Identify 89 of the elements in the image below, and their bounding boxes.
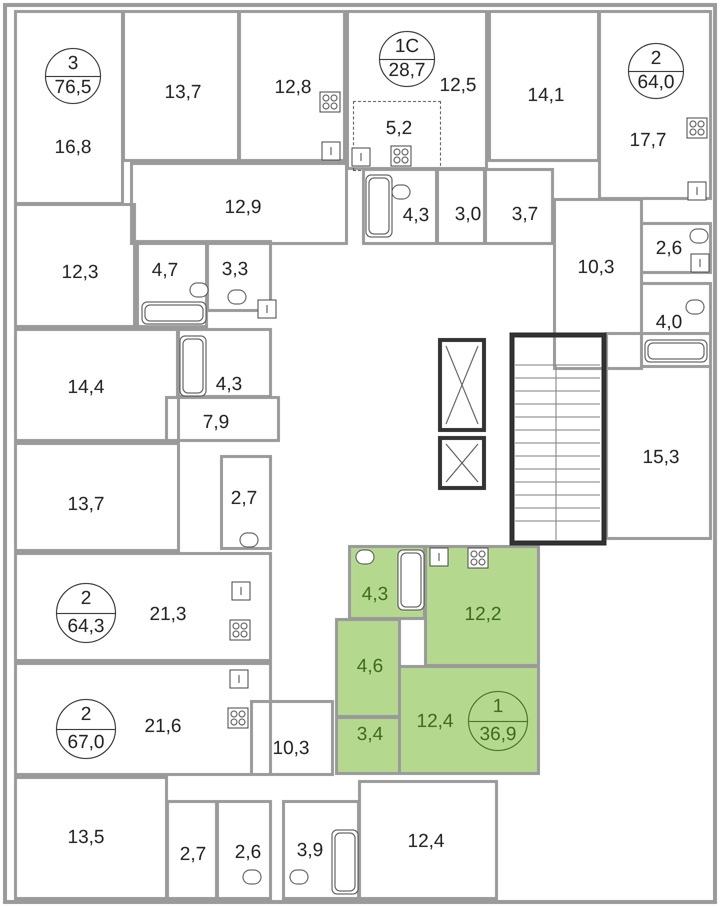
room xyxy=(605,332,712,540)
apartment-area: 64,3 xyxy=(68,616,104,638)
area-label: 3,9 xyxy=(296,840,324,862)
room xyxy=(14,203,136,328)
area-label: 4,7 xyxy=(152,260,178,282)
area-label: 16,8 xyxy=(54,137,92,159)
room xyxy=(488,10,600,162)
area-label: 7,9 xyxy=(202,412,230,434)
room xyxy=(176,328,272,398)
apartment-type: 1 xyxy=(492,696,504,718)
apartment-type: 2 xyxy=(80,704,92,726)
apartment-area: 64,0 xyxy=(638,72,674,94)
room xyxy=(436,168,486,245)
room xyxy=(598,10,712,200)
room xyxy=(346,10,488,170)
area-label: 12,2 xyxy=(464,604,502,626)
apartment-badge xyxy=(379,31,435,87)
apartment-badge xyxy=(45,48,101,104)
room xyxy=(335,716,401,775)
area-label: 10,3 xyxy=(578,257,614,279)
area-label: 14,4 xyxy=(68,377,104,399)
apartment-badge xyxy=(56,583,116,643)
apartment-type: 2 xyxy=(650,48,662,70)
area-label: 15,3 xyxy=(642,447,680,469)
area-label: 2,6 xyxy=(234,842,262,864)
apartment-type: 1С xyxy=(394,36,420,58)
room xyxy=(282,800,360,900)
area-label: 3,7 xyxy=(512,204,538,226)
area-label: 13,5 xyxy=(68,827,104,849)
room xyxy=(250,700,334,776)
room xyxy=(14,662,272,776)
room xyxy=(484,168,554,245)
room xyxy=(424,545,540,667)
area-label: 10,3 xyxy=(272,738,310,760)
area-label: 4,3 xyxy=(362,584,388,606)
area-label: 14,1 xyxy=(528,85,564,107)
apartment-type: 3 xyxy=(68,53,78,75)
area-label: 2,7 xyxy=(230,488,258,510)
area-label: 2,7 xyxy=(180,844,206,866)
room xyxy=(136,240,208,328)
area-label: 4,3 xyxy=(216,374,242,396)
area-label: 3,3 xyxy=(222,259,248,281)
room xyxy=(14,10,124,205)
area-label: 12,8 xyxy=(274,77,312,99)
room xyxy=(165,396,280,442)
area-label: 12,4 xyxy=(408,831,444,853)
area-label: 2,6 xyxy=(656,238,682,260)
room xyxy=(14,552,272,662)
area-label: 5,2 xyxy=(386,118,412,140)
area-label: 4,6 xyxy=(356,656,384,678)
room xyxy=(553,198,643,370)
area-label: 21,3 xyxy=(150,604,186,626)
area-label: 12,4 xyxy=(416,711,454,733)
apartment-area: 28,7 xyxy=(388,60,426,82)
apartment-badge xyxy=(56,699,116,759)
area-label: 21,6 xyxy=(144,716,182,738)
apartment-area: 67,0 xyxy=(68,732,104,754)
room xyxy=(130,162,348,245)
room xyxy=(166,800,218,900)
kitchen-niche xyxy=(353,101,441,171)
apartment-type: 2 xyxy=(80,588,92,610)
room xyxy=(362,168,438,245)
area-label: 3,4 xyxy=(356,724,384,746)
room xyxy=(640,222,712,274)
area-label: 4,3 xyxy=(402,205,430,227)
area-label: 3,0 xyxy=(454,204,482,226)
room xyxy=(206,240,272,312)
apartment-badge xyxy=(468,691,528,751)
apartment-badge xyxy=(628,43,684,99)
area-label: 12,9 xyxy=(224,197,262,219)
apartment-area: 36,9 xyxy=(480,724,516,746)
room xyxy=(398,665,540,775)
room xyxy=(14,776,168,900)
area-label: 13,7 xyxy=(68,494,104,516)
area-label: 4,0 xyxy=(656,312,682,334)
room xyxy=(358,780,498,900)
room xyxy=(238,10,346,162)
area-label: 12,3 xyxy=(62,262,98,284)
room xyxy=(220,455,272,550)
area-label: 13,7 xyxy=(164,82,202,104)
room xyxy=(122,10,240,162)
room xyxy=(335,618,401,718)
apartment-area: 76,5 xyxy=(54,77,92,99)
room xyxy=(14,442,180,552)
room xyxy=(216,800,272,900)
room xyxy=(640,282,712,368)
area-label: 17,7 xyxy=(630,130,666,152)
area-label: 12,5 xyxy=(440,75,476,97)
room xyxy=(14,328,180,442)
